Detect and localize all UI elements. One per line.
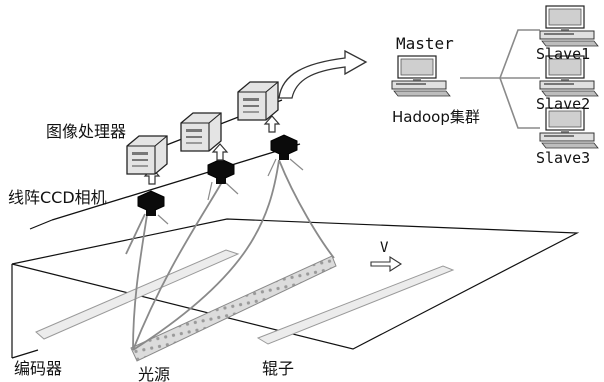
velocity-arrow-icon (370, 255, 403, 273)
image-processor-label: 图像处理器 (46, 122, 126, 141)
velocity-label: V (380, 240, 389, 256)
hadoop-cluster-label: Hadoop集群 (392, 108, 480, 126)
slave3-computer-icon (539, 107, 599, 149)
conveyor-plane (11, 218, 580, 359)
light-source-label: 光源 (138, 365, 170, 382)
curved-arrow-icon (278, 49, 368, 99)
master-computer-icon (391, 55, 451, 97)
light-source-bar (130, 255, 337, 362)
camera-rail (51, 143, 301, 221)
master-label: Master (396, 34, 454, 53)
server-icon (126, 135, 168, 175)
light-rays (125, 159, 335, 351)
ccd-camera-icon (270, 134, 298, 161)
cluster-links (460, 29, 540, 129)
roller-bar (256, 265, 455, 345)
ccd-camera-label: 线阵CCD相机 (8, 188, 107, 207)
slave1-computer-icon (539, 5, 599, 47)
encoder-label: 编码器 (14, 359, 62, 378)
server-icon (180, 112, 222, 152)
camera-legs (157, 158, 304, 225)
roller-label: 辊子 (262, 359, 294, 378)
slave1-label: Slave1 (536, 45, 590, 63)
ccd-camera-icon (207, 158, 235, 185)
slave2-label: Slave2 (536, 95, 590, 113)
ccd-camera-icon (137, 190, 165, 217)
encoder-pointer (29, 219, 53, 230)
slave3-label: Slave3 (536, 149, 590, 167)
encoder-roller (35, 249, 240, 340)
server-icon (237, 81, 279, 121)
